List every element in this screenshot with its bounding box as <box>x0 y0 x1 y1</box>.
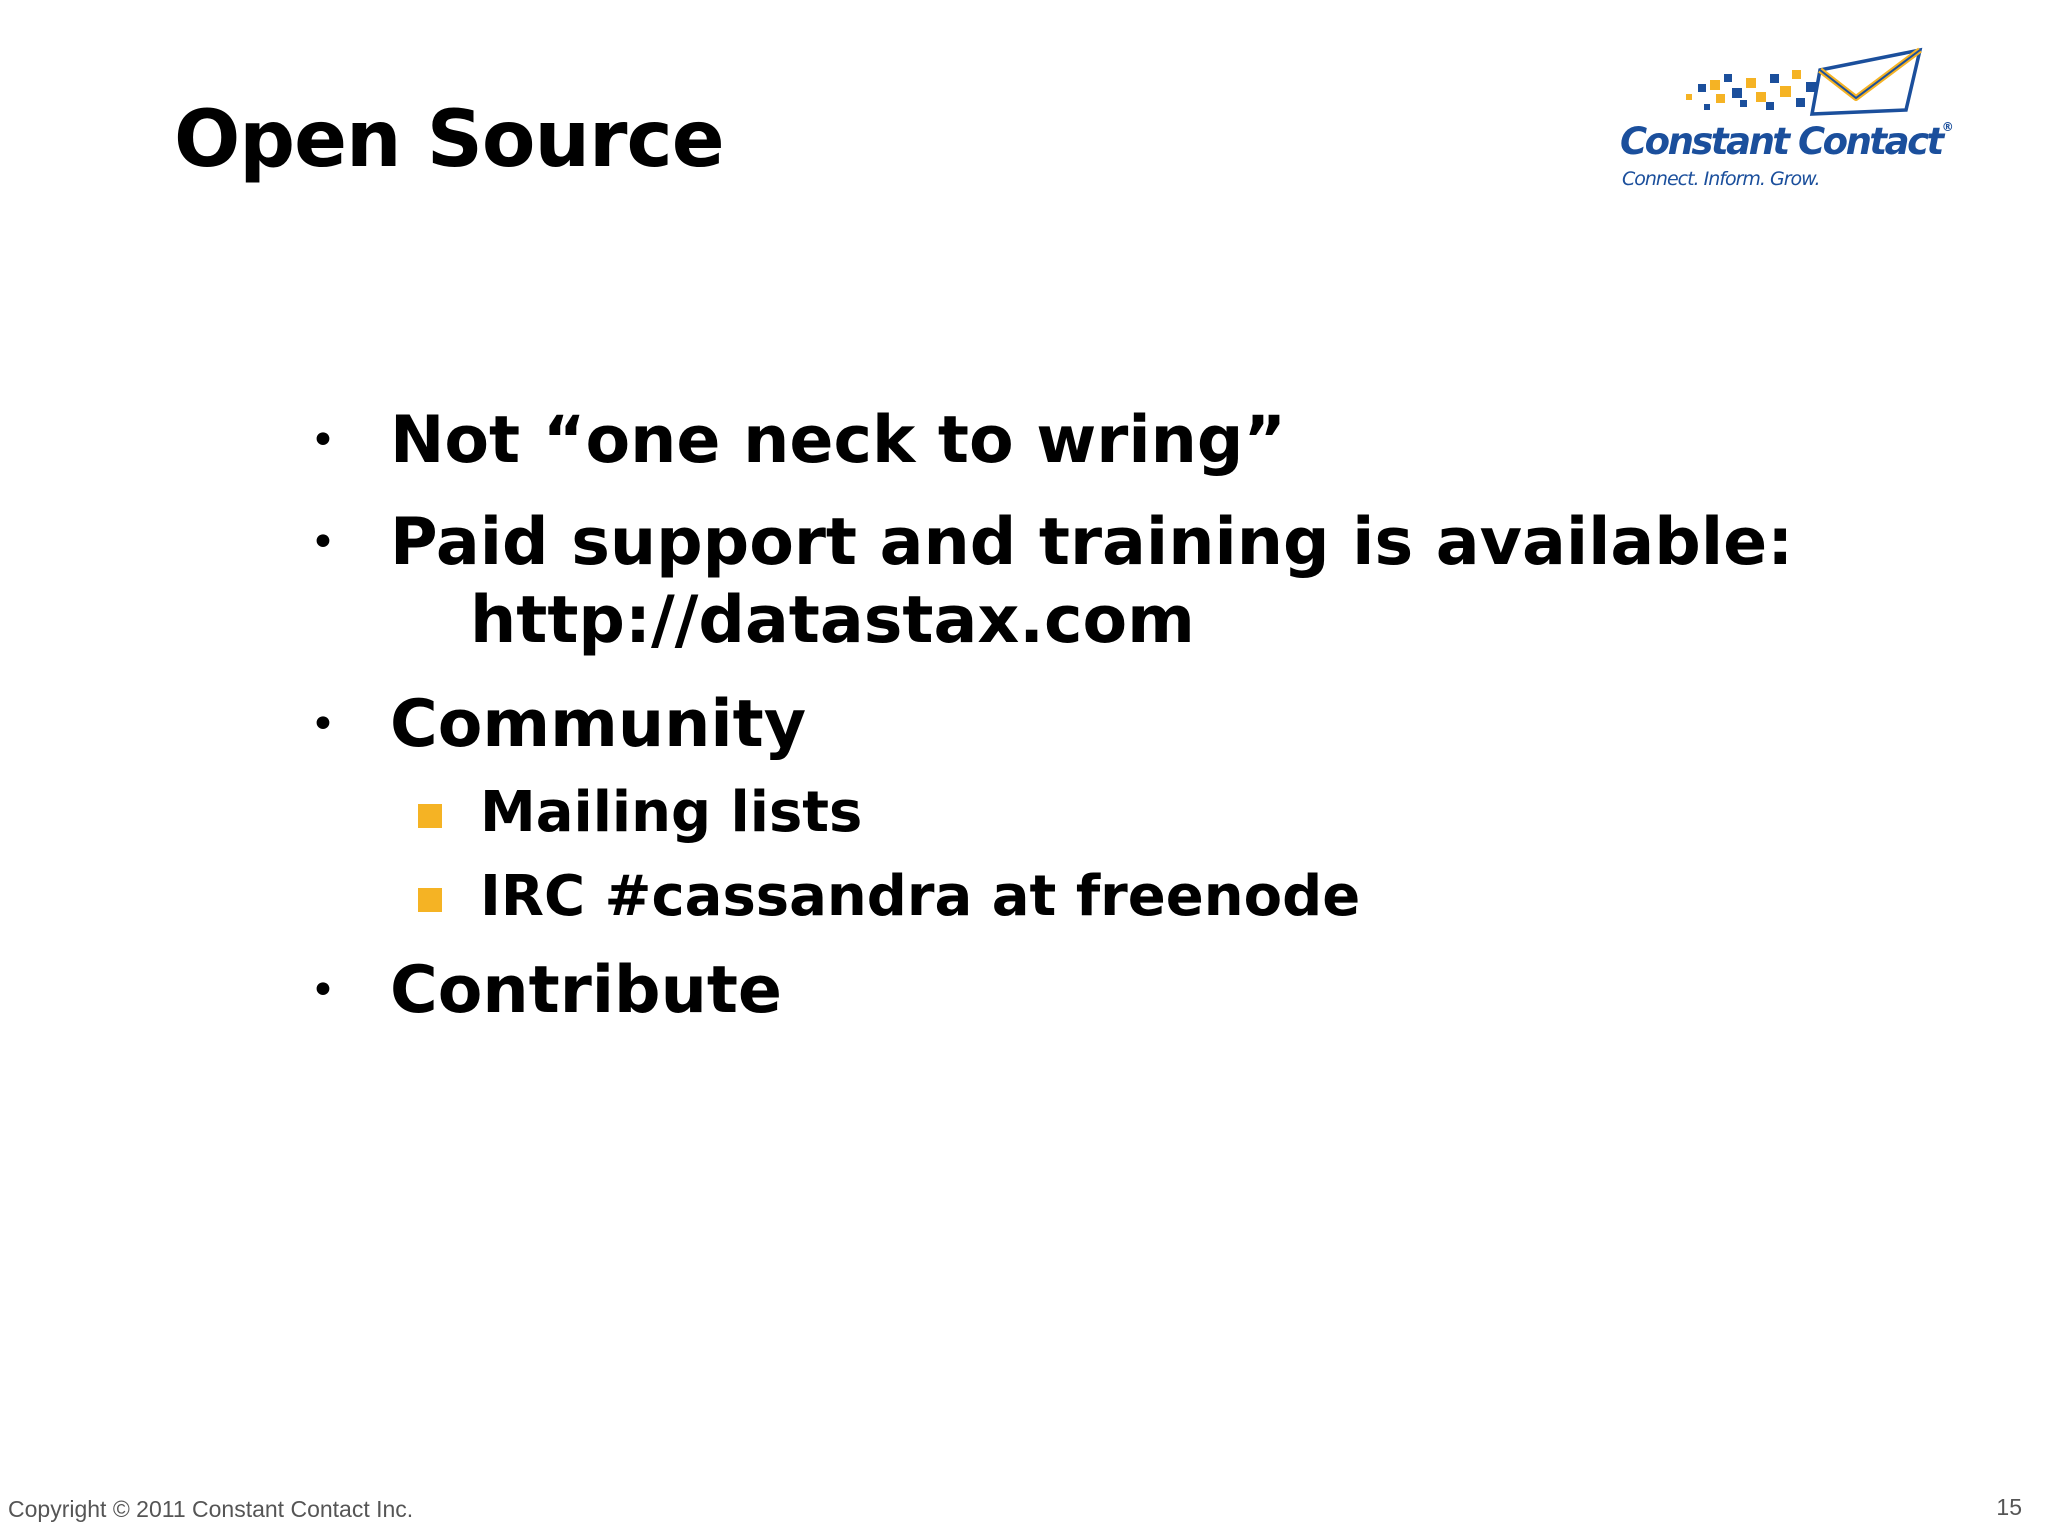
bullet-text: Community <box>390 687 807 762</box>
bullet-marker: • <box>310 415 336 466</box>
page-number: 15 <box>1996 1494 2022 1520</box>
sub-bullet-text: IRC #cassandra at freenode <box>480 864 1361 929</box>
logo-squares <box>1686 70 1816 110</box>
sub-bullet-marker <box>418 888 442 912</box>
bullet-marker: • <box>310 517 336 568</box>
bullet-text: Contribute <box>390 953 782 1028</box>
bullet-marker: • <box>310 965 336 1016</box>
bullet-text: Paid support and training is available: <box>390 505 1794 580</box>
logo-tagline: Connect. Inform. Grow. <box>1622 168 1821 190</box>
sub-bullet-marker <box>418 804 442 828</box>
logo-name: Constant Contact <box>1620 120 1944 163</box>
slide-title: Open Source <box>174 95 725 185</box>
envelope-icon <box>1686 47 1923 116</box>
constant-contact-logo: Constant Contact® Connect. Inform. Grow. <box>1620 44 1954 194</box>
registered-mark: ® <box>1941 120 1954 134</box>
bullet-text: Not “one neck to wring” <box>390 403 1287 478</box>
logo-wordmark: Constant Contact® <box>1620 120 1954 163</box>
bullet-link-text: http://datastax.com <box>470 583 1195 658</box>
bullet-marker: • <box>310 699 336 750</box>
copyright-footer: Copyright © 2011 Constant Contact Inc. <box>8 1496 414 1522</box>
sub-bullet-text: Mailing lists <box>480 780 863 845</box>
